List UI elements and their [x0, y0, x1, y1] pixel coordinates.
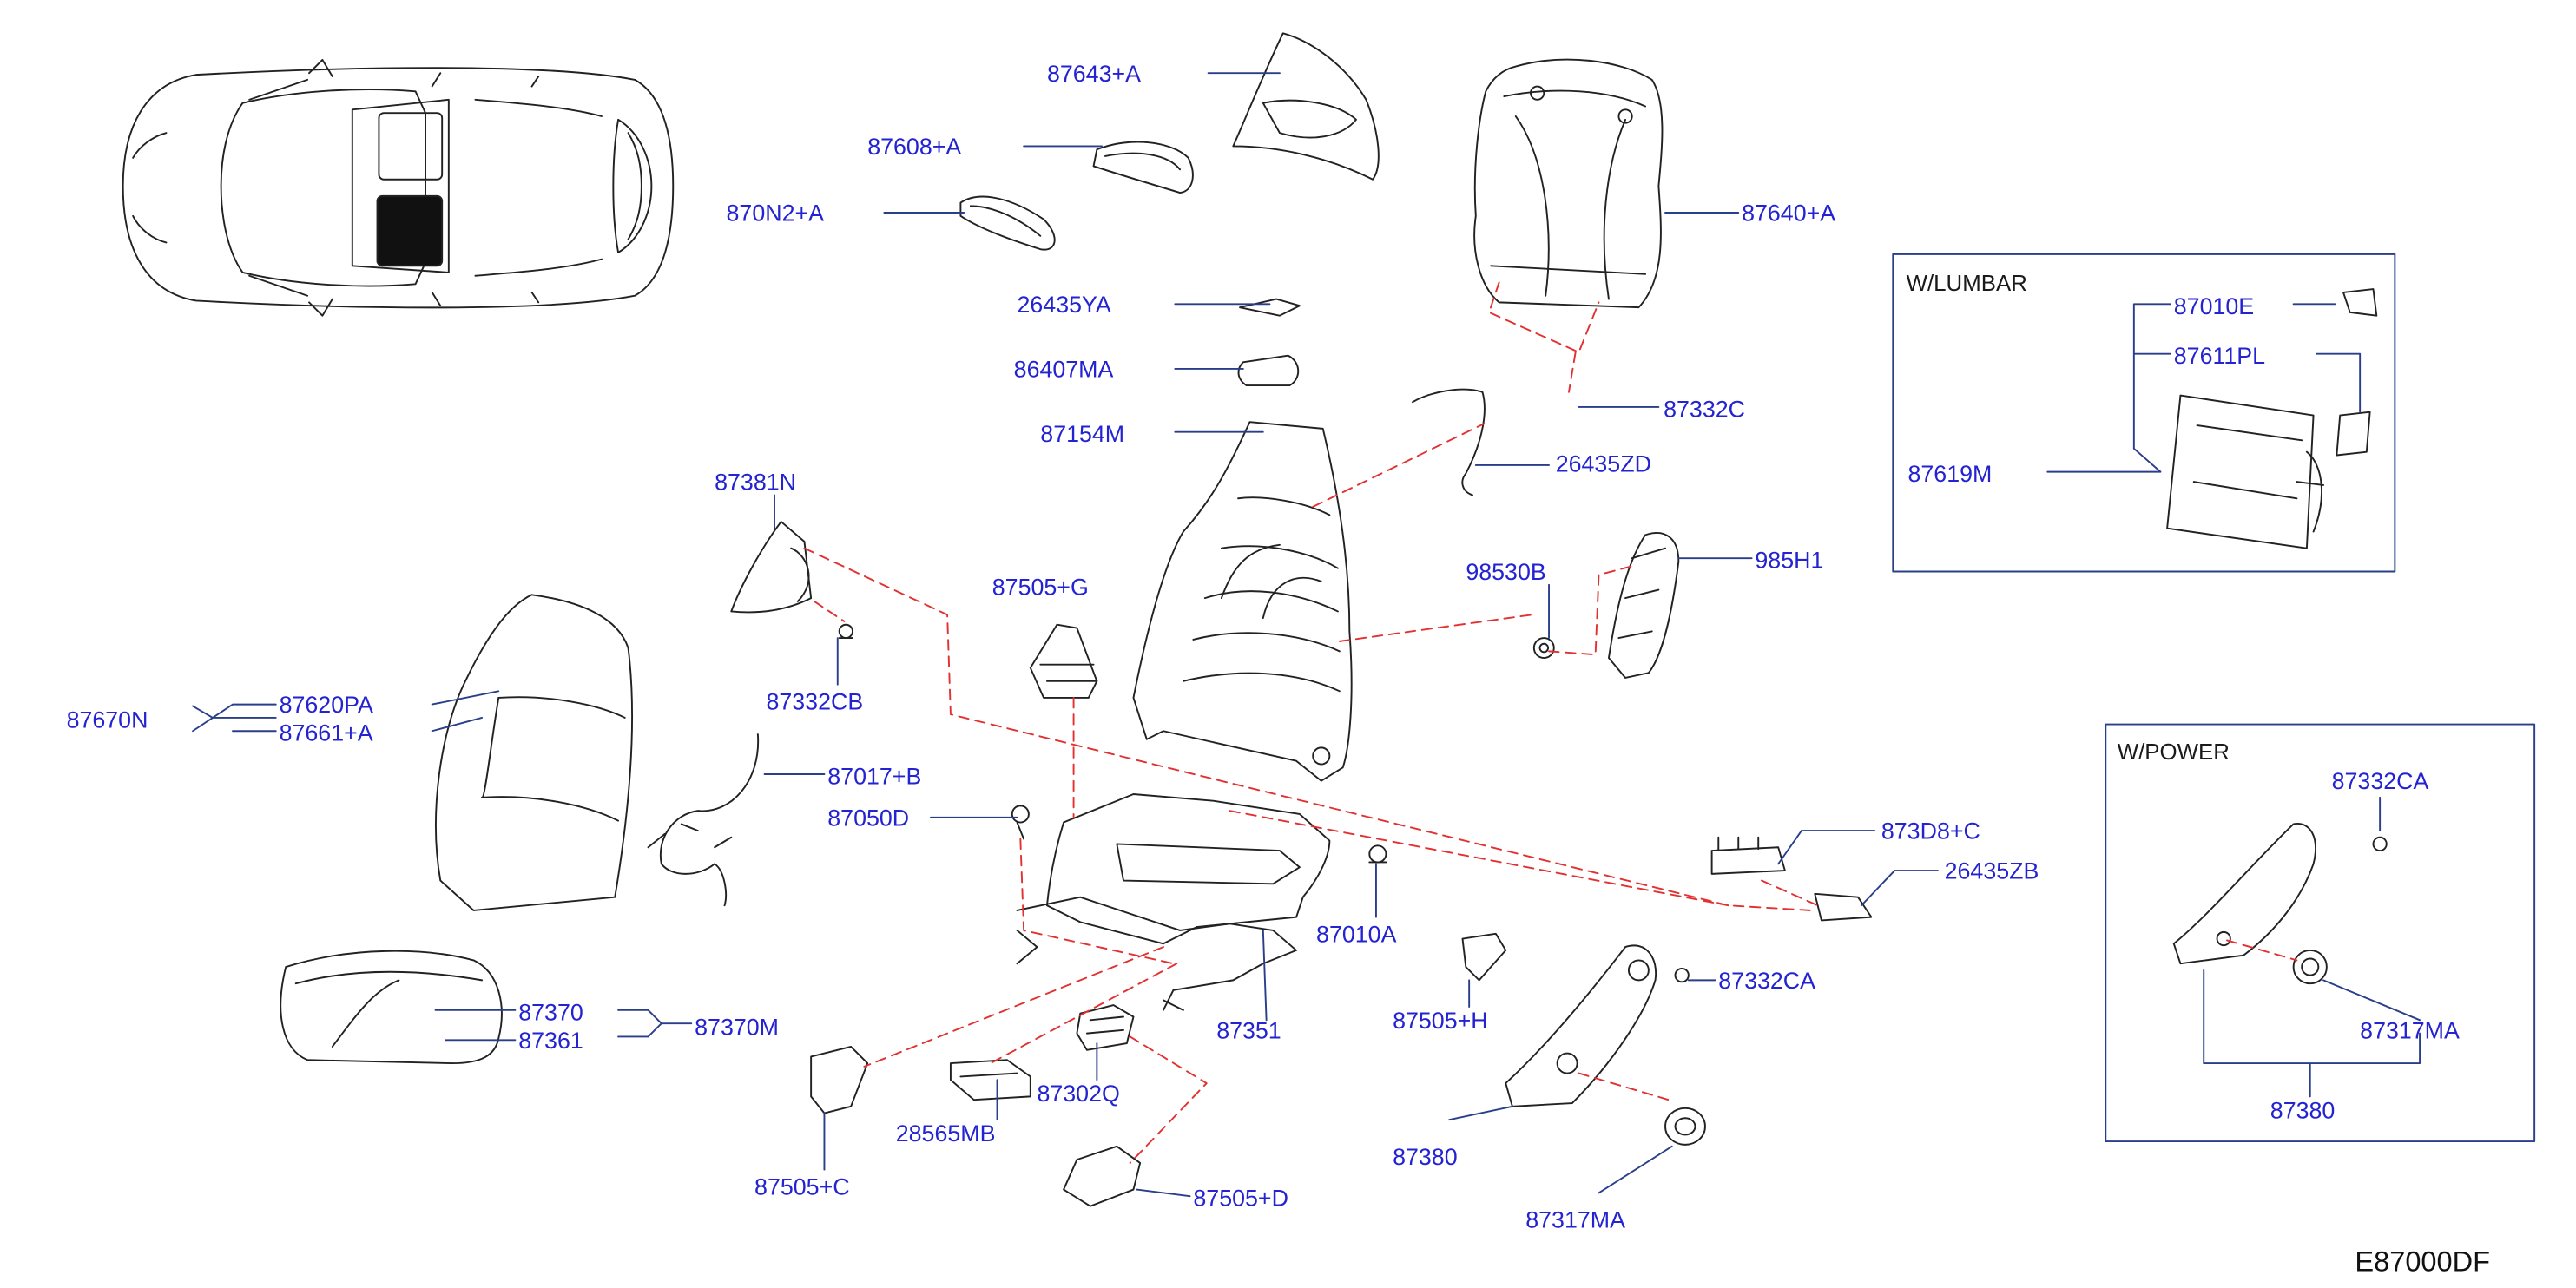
power-part-87380[interactable]: 87380: [2270, 1096, 2336, 1123]
power-screw-87332ca: [2372, 836, 2388, 852]
part-87332ca[interactable]: 87332CA: [1718, 967, 1816, 994]
part-87505c[interactable]: 87505+C: [754, 1173, 850, 1200]
assembly-guide-lines: [803, 281, 2298, 1164]
screw-87332ca: [1674, 968, 1690, 983]
clip-part-26435ya: [1239, 298, 1301, 317]
connector-873d8c: [1710, 836, 1786, 875]
bracket-part-86407ma: [1237, 354, 1300, 387]
part-87640a[interactable]: 87640+A: [1742, 199, 1836, 227]
part-98530b[interactable]: 98530B: [1466, 558, 1546, 585]
vehicle-locator-icon: [122, 58, 675, 317]
bolt-87010a: [1368, 844, 1387, 864]
part-873d8c[interactable]: 873D8+C: [1881, 817, 1980, 844]
headrest-trim-part: [1232, 32, 1380, 181]
power-side-shield: [2172, 823, 2316, 965]
part-86407ma[interactable]: 86407MA: [1013, 355, 1114, 383]
seat-cushion: [280, 950, 503, 1065]
headrest-guide-upper: [1092, 141, 1194, 194]
part-870n2a[interactable]: 870N2+A: [726, 199, 825, 227]
seatback-frame: [1132, 421, 1353, 782]
part-26435zd[interactable]: 26435ZD: [1555, 450, 1651, 477]
part-87010a[interactable]: 87010A: [1316, 920, 1397, 948]
lumbar-box: [1892, 253, 2396, 573]
part-87505h[interactable]: 87505+H: [1393, 1007, 1488, 1034]
ecu-28565mb: [949, 1059, 1031, 1101]
side-shield-87380: [1505, 944, 1657, 1107]
lumbar-clip-87010e: [2342, 288, 2378, 317]
part-87361[interactable]: 87361: [518, 1026, 583, 1054]
seatback-trim-cover: [1473, 58, 1664, 309]
part-87505g[interactable]: 87505+G: [992, 573, 1089, 601]
screw-87332cb: [838, 623, 853, 640]
lumbar-pad-87611pl: [2336, 411, 2371, 457]
side-airbag-module: [1607, 532, 1680, 679]
part-87381n[interactable]: 87381N: [715, 468, 796, 496]
part-985h1[interactable]: 985H1: [1755, 546, 1824, 574]
motor-87302q: [1076, 1004, 1135, 1051]
part-87380[interactable]: 87380: [1393, 1142, 1458, 1170]
power-box-title: W/POWER: [2117, 739, 2230, 765]
part-87661a[interactable]: 87661+A: [279, 719, 373, 746]
seatback-cushion: [435, 594, 634, 911]
diagram-code: E87000DF: [2355, 1245, 2491, 1278]
part-87351[interactable]: 87351: [1216, 1016, 1281, 1044]
knob-87317ma: [1664, 1107, 1706, 1146]
part-87302q[interactable]: 87302Q: [1037, 1080, 1120, 1107]
seat-cushion-frame: [1016, 793, 1331, 1011]
cover-87505h: [1461, 932, 1507, 982]
power-knob-87317ma: [2292, 949, 2328, 985]
nut-98530b: [1532, 637, 1555, 659]
power-part-87332ca[interactable]: 87332CA: [2331, 767, 2429, 794]
part-87017b[interactable]: 87017+B: [827, 762, 922, 790]
part-87505d[interactable]: 87505+D: [1193, 1184, 1288, 1212]
headrest-guide-lower: [959, 195, 1056, 251]
part-87608a[interactable]: 87608+A: [867, 133, 962, 160]
part-87643a[interactable]: 87643+A: [1046, 59, 1142, 87]
cover-87505d: [1063, 1145, 1142, 1207]
power-part-87317ma[interactable]: 87317MA: [2360, 1016, 2460, 1044]
lumbar-box-title: W/LUMBAR: [1906, 271, 2027, 296]
wire-harness-87017b: [647, 733, 760, 907]
part-26435zb[interactable]: 26435ZB: [1944, 857, 2039, 884]
part-87050d[interactable]: 87050D: [827, 804, 910, 831]
part-87332cb[interactable]: 87332CB: [766, 687, 864, 715]
lumbar-part-87010e[interactable]: 87010E: [2173, 292, 2255, 319]
bolt-87050d: [1011, 805, 1030, 840]
part-28565mb[interactable]: 28565MB: [895, 1120, 996, 1147]
connector-26435zb: [1814, 892, 1873, 922]
part-87370m[interactable]: 87370M: [695, 1013, 779, 1041]
lumbar-assembly-87619m: [2166, 394, 2325, 549]
part-87332c[interactable]: 87332C: [1664, 395, 1745, 423]
recliner-cover-87381n: [730, 521, 813, 614]
power-box: [2105, 723, 2536, 1143]
part-87670n[interactable]: 87670N: [66, 706, 148, 733]
callout-leaders: [192, 72, 2421, 1198]
part-87317ma[interactable]: 87317MA: [1525, 1206, 1625, 1233]
cover-87505c: [810, 1045, 869, 1114]
part-87620pa[interactable]: 87620PA: [279, 691, 373, 718]
part-87154m[interactable]: 87154M: [1040, 420, 1125, 447]
lumbar-part-87611pl[interactable]: 87611PL: [2173, 342, 2266, 369]
wire-bracket-26435zd: [1412, 388, 1486, 496]
part-26435ya[interactable]: 26435YA: [1017, 290, 1111, 318]
cover-87505g: [1029, 623, 1098, 699]
part-87370[interactable]: 87370: [518, 998, 583, 1026]
lumbar-part-87619m[interactable]: 87619M: [1907, 460, 1993, 487]
